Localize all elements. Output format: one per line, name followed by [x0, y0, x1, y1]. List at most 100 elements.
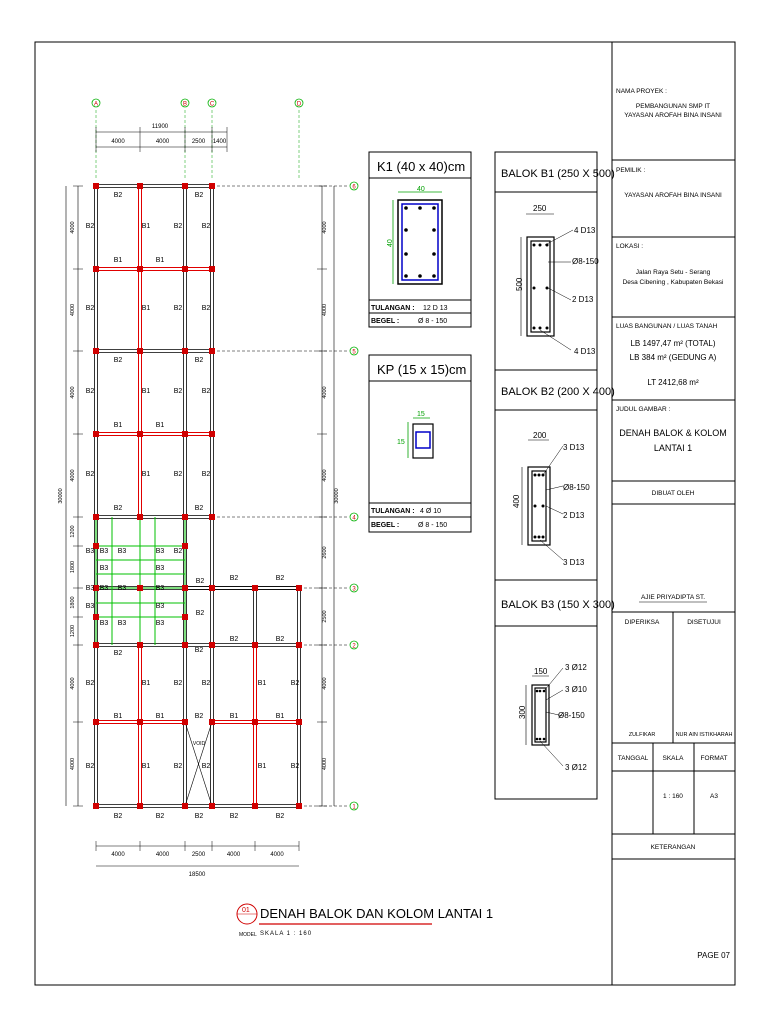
- beam-label-b2: B2: [291, 763, 300, 770]
- column-k1: [137, 719, 143, 725]
- beam-label-b2: B2: [174, 680, 183, 687]
- svg-text:3 D13: 3 D13: [563, 443, 585, 452]
- k1-stirrup-value: Ø 8 - 150: [418, 318, 447, 325]
- beam-label-b3: B3: [100, 620, 109, 627]
- svg-text:250: 250: [533, 204, 547, 213]
- beam-label-b2: B2: [114, 650, 123, 657]
- dim-text: 4000: [111, 139, 125, 145]
- grid-axis-label: A: [94, 102, 98, 108]
- grid-axis-marker: [349, 346, 359, 356]
- svg-text:4 D13: 4 D13: [574, 226, 596, 235]
- beam-label-b2: B2: [86, 305, 95, 312]
- dim-text: 4000: [111, 852, 125, 858]
- dim-text: 4000: [70, 386, 76, 398]
- grid-axis-label: C: [210, 102, 215, 108]
- k1-stirrup: [401, 203, 439, 281]
- dim-text: 1800: [70, 596, 76, 608]
- grid-axis-label: 6: [352, 185, 356, 191]
- grid-axis-marker: [180, 98, 190, 108]
- column-k1: [93, 642, 99, 648]
- grid-axis-marker: [349, 583, 359, 593]
- beam-label-b2: B2: [202, 471, 211, 478]
- column-k1: [182, 642, 188, 648]
- column-k1: [209, 585, 215, 591]
- column-k1: [182, 803, 188, 809]
- dim-text-total: 18500: [189, 872, 206, 878]
- sheet-border: [34, 41, 736, 986]
- beam-label-b2: B2: [195, 713, 204, 720]
- dim-text: 4000: [322, 304, 328, 316]
- beam-b1-title: BALOK B1 (250 X 500): [501, 168, 615, 180]
- dim-text: 4000: [70, 221, 76, 233]
- beam-label-b3: B3: [156, 548, 165, 555]
- luas-label: LUAS BANGUNAN / LUAS TANAH: [616, 323, 718, 330]
- beam-label-b1: B1: [258, 680, 267, 687]
- lokasi-line2: Desa Cibening , Kabupaten Bekasi: [623, 279, 724, 286]
- dim-text: 4000: [70, 304, 76, 316]
- svg-text:400: 400: [512, 494, 521, 508]
- beam-label-b1: B1: [114, 713, 123, 720]
- column-k1: [296, 719, 302, 725]
- luas-line2: LB 384 m² (GEDUNG A): [630, 353, 717, 362]
- k1-height-dim: 40: [387, 239, 394, 247]
- beam-b3-title: BALOK B3 (150 X 300): [501, 599, 615, 611]
- column-k1: [209, 719, 215, 725]
- column-k1: [209, 803, 215, 809]
- beam-label-b3: B3: [86, 585, 95, 592]
- proyek-line2: YAYASAN AROFAH BINA INSANI: [624, 112, 722, 119]
- column-k1: [182, 585, 188, 591]
- kp-section: [412, 423, 434, 459]
- grid-axis-label: 5: [352, 350, 356, 356]
- column-k1: [93, 543, 99, 549]
- dim-text: 1800: [70, 561, 76, 573]
- grid-axis-marker: [294, 98, 304, 108]
- dim-text: 1200: [70, 525, 76, 537]
- column-k1: [137, 266, 143, 272]
- beam-label-b1: B1: [156, 422, 165, 429]
- column-kp-detail: KP (15 x 15)cm 15 15 TULANGAN : 4 Ø 10 B…: [368, 354, 472, 533]
- beam-label-b2: B2: [174, 471, 183, 478]
- column-k1: [137, 642, 143, 648]
- svg-text:Ø8-150: Ø8-150: [572, 257, 599, 266]
- column-k1: [209, 348, 215, 354]
- column-k1: [209, 514, 215, 520]
- beam-label-b3: B3: [118, 548, 127, 555]
- svg-text:3 Ø10: 3 Ø10: [565, 685, 587, 694]
- beam-label-b2: B2: [156, 813, 165, 820]
- beam-label-b1: B1: [156, 257, 165, 264]
- dim-text: 4000: [322, 758, 328, 770]
- k1-width-dim: 40: [417, 186, 425, 193]
- dim-text: 2500: [192, 852, 206, 858]
- beam-label-b2: B2: [174, 763, 183, 770]
- beam-label-b2: B2: [86, 388, 95, 395]
- beam-label-b2: B2: [86, 223, 95, 230]
- dim-text: 4000: [156, 139, 170, 145]
- svg-text:Ø8-150: Ø8-150: [558, 711, 585, 720]
- beam-label-b2: B2: [230, 575, 239, 582]
- dim-text: 1400: [213, 139, 227, 145]
- judul-line2: LANTAI 1: [654, 443, 692, 453]
- beam-label-b1: B1: [156, 713, 165, 720]
- beam-label-b2: B2: [202, 223, 211, 230]
- grid-axis-marker: [349, 640, 359, 650]
- beam-label-b2: B2: [86, 471, 95, 478]
- k1-title: K1 (40 x 40)cm: [377, 159, 465, 174]
- beam-label-b3: B3: [86, 603, 95, 610]
- column-k1: [252, 585, 258, 591]
- grid-axis-marker: [349, 512, 359, 522]
- diperiksa-name: ZULFIKAR: [629, 732, 656, 738]
- beam-label-b2: B2: [114, 505, 123, 512]
- column-k1: [93, 614, 99, 620]
- k1-stirrup-label: BEGEL :: [371, 318, 399, 325]
- lokasi-line1: Jalan Raya Setu - Serang: [636, 269, 711, 276]
- dim-text-total: 11900: [152, 124, 169, 130]
- column-k1: [209, 266, 215, 272]
- beam-label-b3: B3: [118, 585, 127, 592]
- grid-axis-marker: [349, 181, 359, 191]
- dim-text: 4000: [322, 386, 328, 398]
- column-k1: [93, 183, 99, 189]
- dim-text: 2500: [322, 610, 328, 622]
- column-k1: [182, 431, 188, 437]
- beam-b3-section: 150 300 3 Ø12 3 Ø10 Ø8-150 3 Ø12: [518, 663, 587, 772]
